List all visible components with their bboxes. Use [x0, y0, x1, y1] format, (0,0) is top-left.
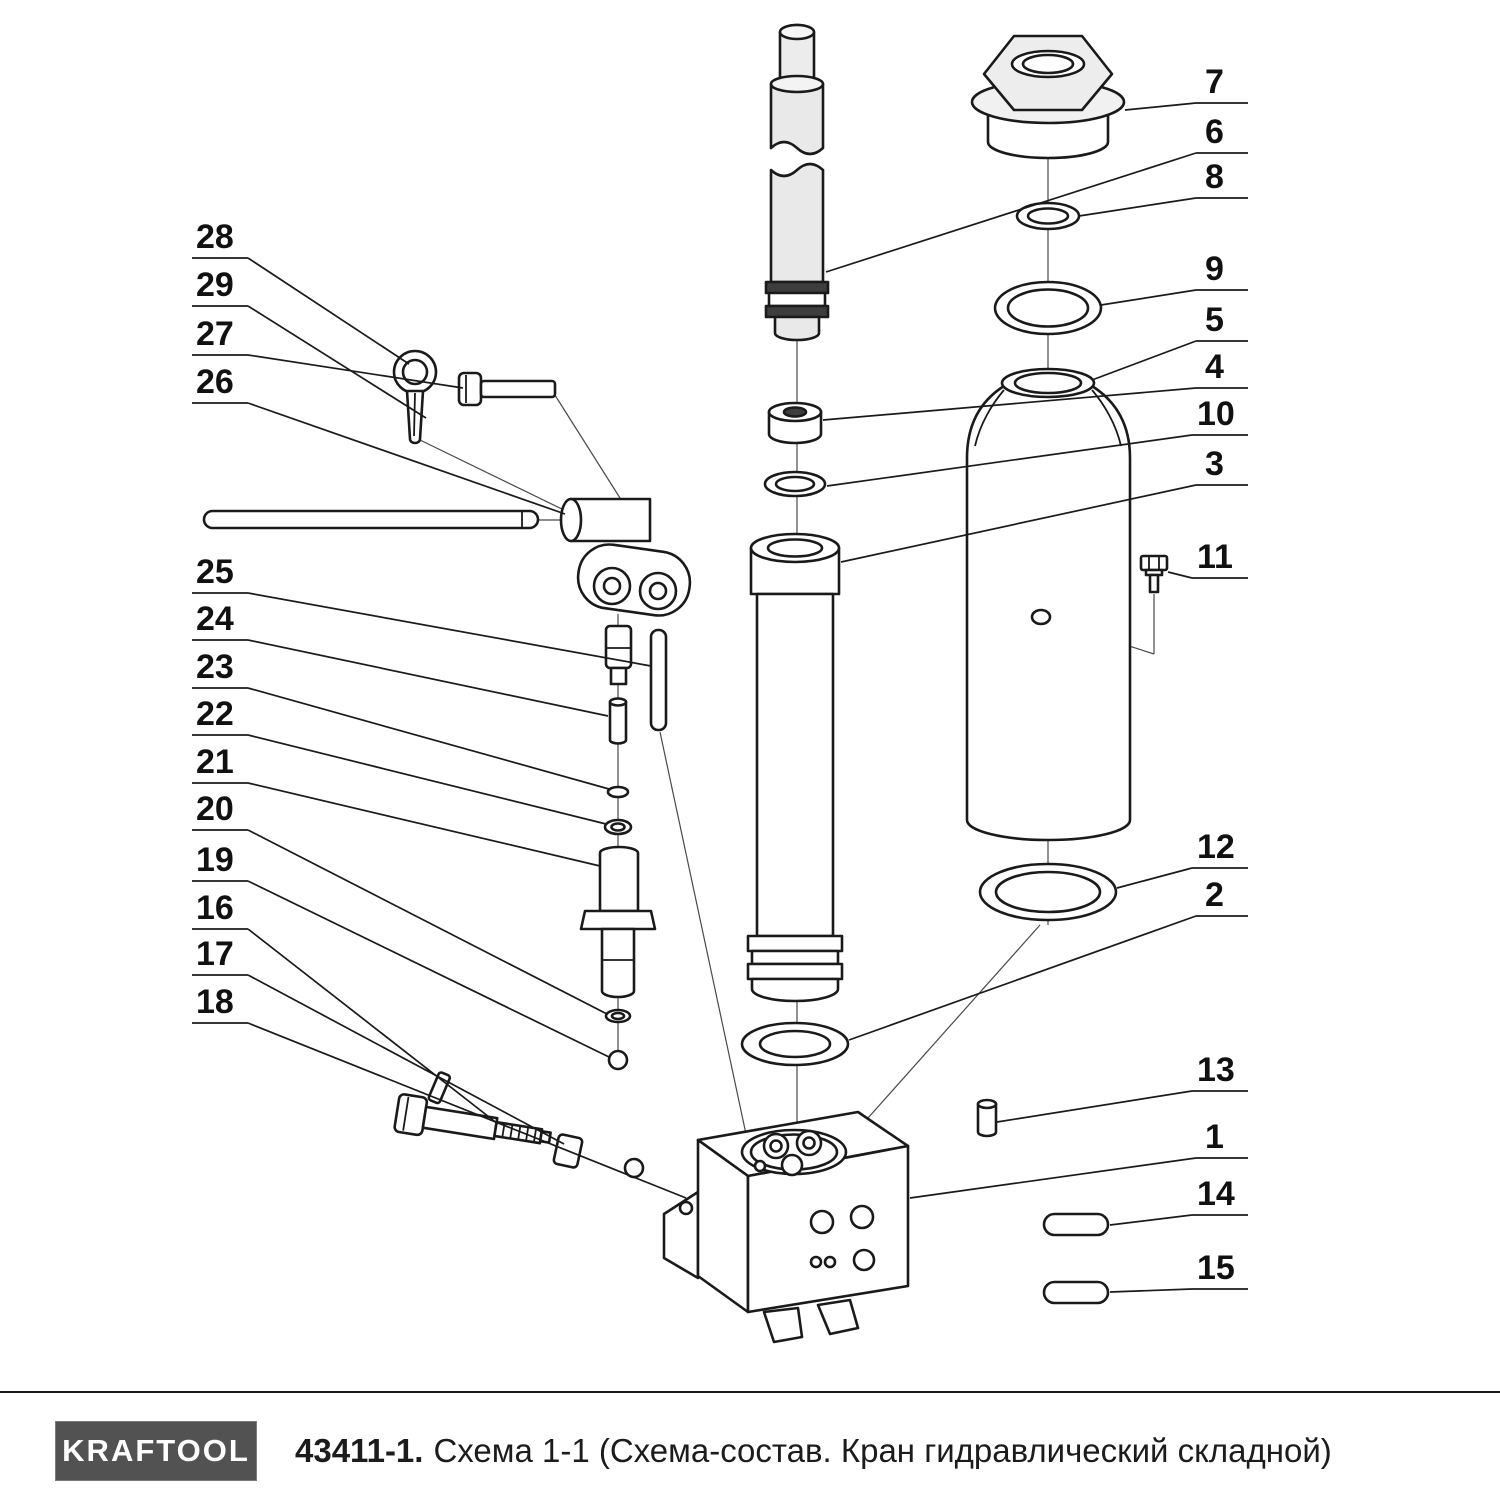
callout-8: 8 — [1078, 158, 1248, 217]
callout-label-28: 28 — [196, 218, 234, 256]
part-handle-rod — [202, 509, 540, 530]
part-oring-10 — [763, 470, 827, 498]
callout-3: 3 — [840, 445, 1248, 563]
part-outer-cylinder — [965, 367, 1132, 842]
kraftool-chevron-icon — [3, 1408, 14, 1436]
callout-24: 24 — [192, 600, 609, 717]
part-pump-pin-24 — [604, 624, 633, 745]
callout-label-24: 24 — [196, 600, 234, 638]
callout-13: 13 — [996, 1051, 1248, 1123]
callout-12: 12 — [1116, 828, 1248, 889]
fill-hole — [1030, 608, 1052, 626]
callout-7: 7 — [1124, 63, 1248, 111]
part-bolt-11 — [1139, 554, 1169, 594]
callout-label-29: 29 — [196, 266, 234, 304]
part-cap-nut — [970, 34, 1126, 160]
callout-label-9: 9 — [1205, 250, 1224, 288]
callout-5: 5 — [1091, 301, 1248, 381]
part-ring-22 — [603, 818, 633, 836]
part-bar-25 — [649, 628, 668, 732]
part-washer-2 — [740, 1021, 850, 1067]
callout-label-23: 23 — [196, 648, 234, 686]
callout-29: 29 — [192, 266, 427, 419]
callout-2: 2 — [848, 876, 1248, 1041]
callout-label-12: 12 — [1197, 828, 1235, 866]
part-release-screw-16 — [393, 1071, 552, 1145]
callout-10: 10 — [826, 395, 1248, 487]
callout-21: 21 — [192, 743, 601, 867]
callout-label-20: 20 — [196, 790, 234, 828]
callout-label-11: 11 — [1197, 538, 1233, 576]
callout-label-6: 6 — [1205, 113, 1224, 151]
part-oring-12 — [978, 862, 1118, 922]
part-oring-8 — [1015, 201, 1081, 231]
callout-label-18: 18 — [196, 983, 234, 1021]
callout-11: 11 — [1167, 538, 1248, 579]
part-ring-23 — [606, 785, 630, 799]
callout-label-26: 26 — [196, 363, 234, 401]
callout-28: 28 — [192, 218, 410, 365]
callout-14: 14 — [1109, 1175, 1248, 1226]
callout-22: 22 — [192, 695, 607, 825]
part-pin-13 — [976, 1098, 998, 1138]
callout-label-1: 1 — [1205, 1118, 1224, 1156]
callout-label-2: 2 — [1205, 876, 1224, 914]
scheme-code: 43411-1. — [295, 1432, 424, 1469]
callout-label-27: 27 — [196, 315, 234, 353]
kraftool-logo: KRAFTOOL — [3, 1408, 257, 1481]
callout-4: 4 — [822, 348, 1248, 421]
callout-label-17: 17 — [196, 935, 234, 973]
part-bolt-27 — [457, 371, 557, 407]
part-base-block — [662, 1110, 910, 1344]
part-pump-piston-21 — [579, 845, 657, 999]
callout-1: 1 — [909, 1118, 1248, 1199]
part-ball-19 — [607, 1049, 629, 1071]
callout-18: 18 — [192, 983, 687, 1199]
callout-label-7: 7 — [1205, 63, 1224, 101]
part-roller-14 — [1042, 1212, 1110, 1237]
callout-label-3: 3 — [1205, 445, 1224, 483]
part-ring-9 — [993, 280, 1103, 336]
callout-label-5: 5 — [1205, 301, 1224, 339]
part-bushing-4 — [767, 401, 823, 445]
callout-label-19: 19 — [196, 841, 234, 879]
callout-label-16: 16 — [196, 889, 234, 927]
callout-19: 19 — [192, 841, 610, 1058]
callout-label-21: 21 — [196, 743, 234, 781]
scheme-title: Схема 1-1 (Схема-состав. Кран гидравличе… — [433, 1432, 1332, 1469]
callout-15: 15 — [1109, 1249, 1248, 1293]
part-lever-yoke — [559, 497, 692, 617]
callout-27: 27 — [192, 315, 464, 389]
brand-name: KRAFTOOL — [62, 1433, 250, 1468]
callout-17: 17 — [192, 935, 565, 1145]
callout-9: 9 — [1100, 250, 1248, 306]
callout-label-25: 25 — [196, 553, 234, 591]
callout-label-4: 4 — [1205, 348, 1224, 386]
part-ring-20 — [604, 1008, 632, 1024]
part-plunger-rod — [764, 23, 830, 342]
callout-label-8: 8 — [1205, 158, 1224, 196]
part-roller-15 — [1042, 1280, 1110, 1305]
part-inner-cylinder — [746, 532, 844, 1003]
callout-label-10: 10 — [1197, 395, 1235, 433]
callout-26: 26 — [192, 363, 566, 515]
callout-6: 6 — [825, 113, 1248, 273]
callout-23: 23 — [192, 648, 610, 790]
callout-label-14: 14 — [1197, 1175, 1235, 1213]
diagram-caption: 43411-1.Схема 1-1 (Схема-состав. Кран ги… — [295, 1432, 1332, 1470]
callout-20: 20 — [192, 790, 608, 1015]
callout-25: 25 — [192, 553, 652, 667]
footer: KRAFTOOL 43411-1.Схема 1-1 (Схема-состав… — [0, 1408, 1500, 1494]
callout-16: 16 — [192, 889, 499, 1125]
callout-label-22: 22 — [196, 695, 234, 733]
callout-label-15: 15 — [1197, 1249, 1235, 1287]
callout-label-13: 13 — [1197, 1051, 1235, 1089]
part-ring-pin — [392, 349, 438, 445]
